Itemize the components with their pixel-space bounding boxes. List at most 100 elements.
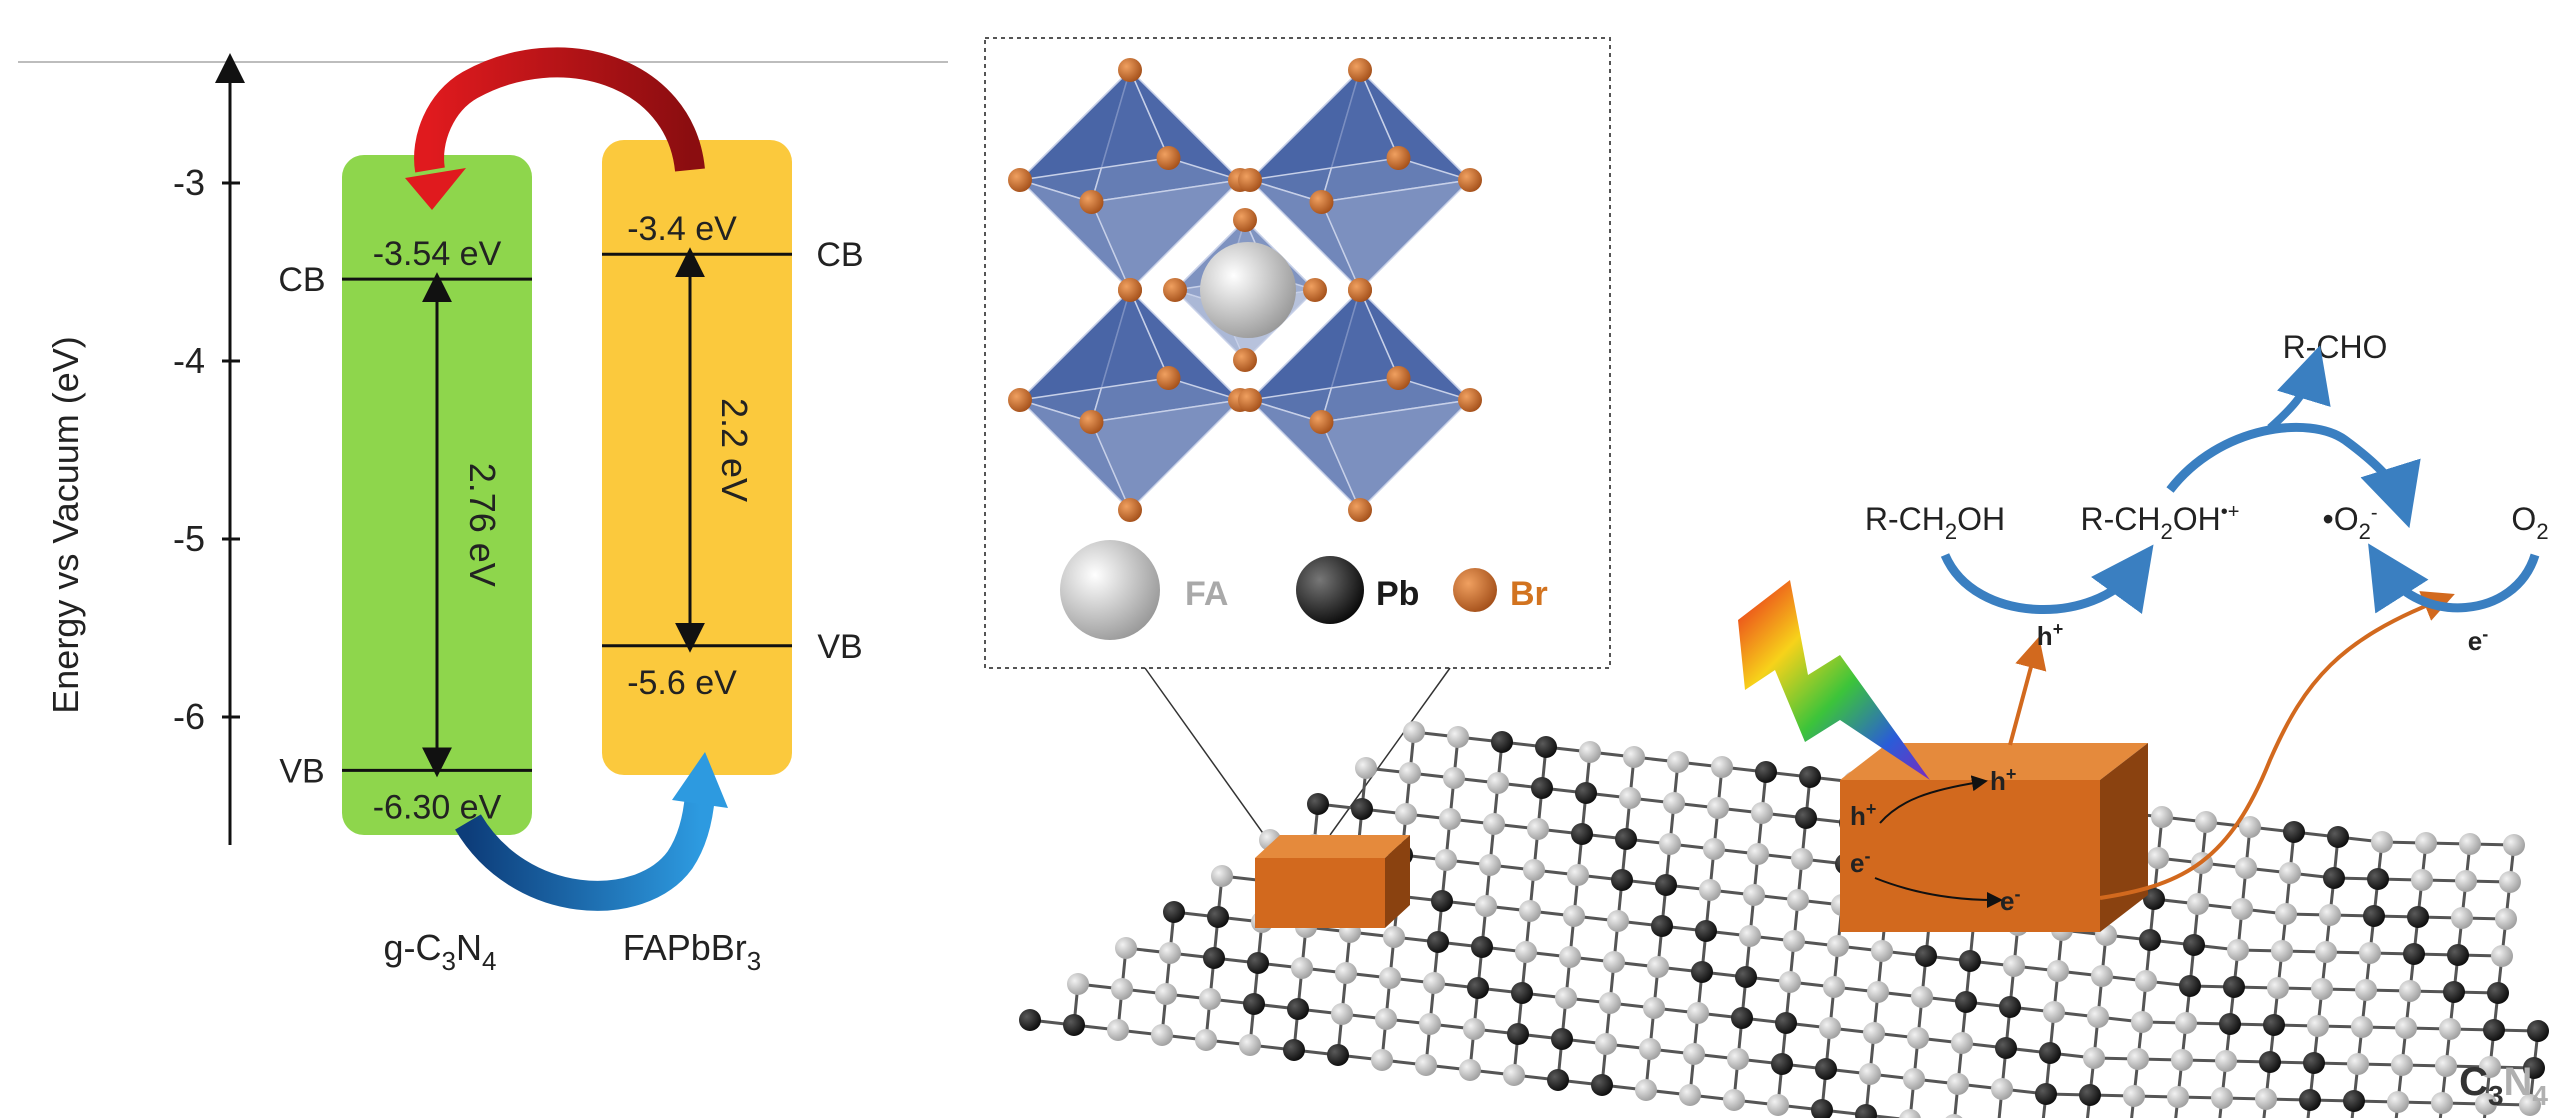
sheet-n-atom [1767,1094,1789,1116]
sheet-n-atom [2131,1011,2153,1033]
sheet-n-atom [1355,757,1377,779]
sheet-n-atom [2435,1055,2457,1077]
sheet-n-atom [2135,970,2157,992]
sheet-n-atom [1439,808,1461,830]
sheet-n-atom [2239,816,2261,838]
sheet-c-atom [2219,1013,2241,1035]
small-perovskite-block [1255,835,1410,928]
gc3n4-label-mid: N [456,927,482,968]
sheet-c-atom [2483,1019,2505,1041]
sheet-n-atom [1945,1114,1963,1118]
fapbbr3-vb-label: VB [817,628,862,666]
sheet-n-atom [2495,908,2517,930]
c3n4-label: C3N4 [2459,1060,2548,1111]
sheet-n-atom [1199,988,1221,1010]
sheet-c-atom [2035,1083,2057,1105]
sheet-n-atom [1819,1017,1841,1039]
sheet-c-atom [2323,867,2345,889]
br-atom [1233,348,1257,372]
sheet-n-atom [2227,939,2249,961]
sheet-c-atom [1591,1074,1613,1096]
sheet-n-atom [2439,1018,2461,1040]
sheet-n-atom [2123,1085,2145,1107]
hole-arrow-head [672,752,728,808]
sheet-n-atom [1483,813,1505,835]
sheet-c-atom [2447,944,2469,966]
sheet-c-atom [2367,868,2389,890]
sheet-n-atom [2167,1086,2189,1108]
sheet-n-atom [1699,879,1721,901]
sheet-n-atom [1659,833,1681,855]
sheet-n-atom [1555,987,1577,1009]
sheet-n-atom [2187,893,2209,915]
crystal-inset: FA Pb Br [984,37,1611,851]
sheet-n-atom [2087,1006,2109,1028]
radical-tail: OH [2173,501,2221,537]
sheet-n-atom [1515,941,1537,963]
br-atom [1458,168,1482,192]
octahedron-face [1247,288,1400,402]
y-tick-label: -3 [173,162,205,203]
sheet-n-atom [2175,1012,2197,1034]
sheet-n-atom [2391,1054,2413,1076]
fapbbr3-cb-value: -3.4 eV [627,210,737,248]
sheet-n-atom [1579,741,1601,763]
sheet-n-atom [1903,1068,1925,1090]
sheet-n-atom [1111,978,1133,1000]
sheet-n-atom [1871,940,1893,962]
sheet-n-atom [1599,992,1621,1014]
sheet-n-atom [1635,1079,1657,1101]
sheet-c-atom [1811,1099,1833,1118]
sheet-n-atom [2519,1094,2541,1116]
sheet-c-atom [1815,1058,1837,1080]
oxygen-main: O [2511,501,2536,537]
sheet-c-atom [1755,761,1777,783]
hole-extraction-arrow [2008,636,2047,746]
sheet-n-atom [1419,1013,1441,1035]
gc3n4-cb-value: -3.54 eV [373,235,502,273]
sheet-c-atom [1491,731,1513,753]
sheet-n-atom [1723,1089,1745,1111]
coupling-arrow [2166,422,2421,529]
sheet-c-atom [1511,982,1533,1004]
br-atom [1008,388,1032,412]
sheet-n-atom [1907,1027,1929,1049]
c3n4-label-n: N [2504,1060,2533,1104]
sheet-n-atom [2003,955,2025,977]
sheet-n-atom [1067,973,1089,995]
sheet-c-atom [1467,977,1489,999]
sheet-n-atom [1603,951,1625,973]
sheet-n-atom [2211,1087,2233,1109]
octahedron-face [1017,288,1170,402]
octahedron-face [1090,178,1243,292]
electron-main: e [2468,626,2482,656]
sheet-n-atom [2195,811,2217,833]
sheet-n-atom [1563,905,1585,927]
reactant-tail: OH [1957,501,2005,537]
sheet-n-atom [1899,1109,1921,1118]
br-atom [1156,366,1181,390]
sheet-n-atom [2411,869,2433,891]
sheet-c-atom [2299,1089,2321,1111]
sheet-n-atom [1643,997,1665,1019]
zoom-line-left [1144,667,1276,851]
sheet-c-atom [1203,947,1225,969]
sheet-n-atom [2315,941,2337,963]
y-axis-label: Energy vs Vacuum (eV) [45,336,86,713]
sheet-n-atom [1239,1034,1261,1056]
perovskite-crystal [1008,58,1482,522]
sheet-n-atom [1739,925,1761,947]
sheet-n-atom [2231,898,2253,920]
sheet-n-atom [1647,956,1669,978]
sheet-n-atom [1679,1084,1701,1106]
sheet-n-atom [2371,831,2393,853]
sheet-c-atom [1327,1044,1349,1066]
electron-sup: - [2482,624,2488,644]
block-e-in-sup: - [1864,846,1870,866]
sheet-n-atom [1951,1032,1973,1054]
sheet-n-atom [1195,1029,1217,1051]
sheet-n-atom [1827,935,1849,957]
sheet-c-atom [1547,1069,1569,1091]
sheet-c-atom [1307,793,1329,815]
block-h-out-sup: + [2006,764,2017,784]
